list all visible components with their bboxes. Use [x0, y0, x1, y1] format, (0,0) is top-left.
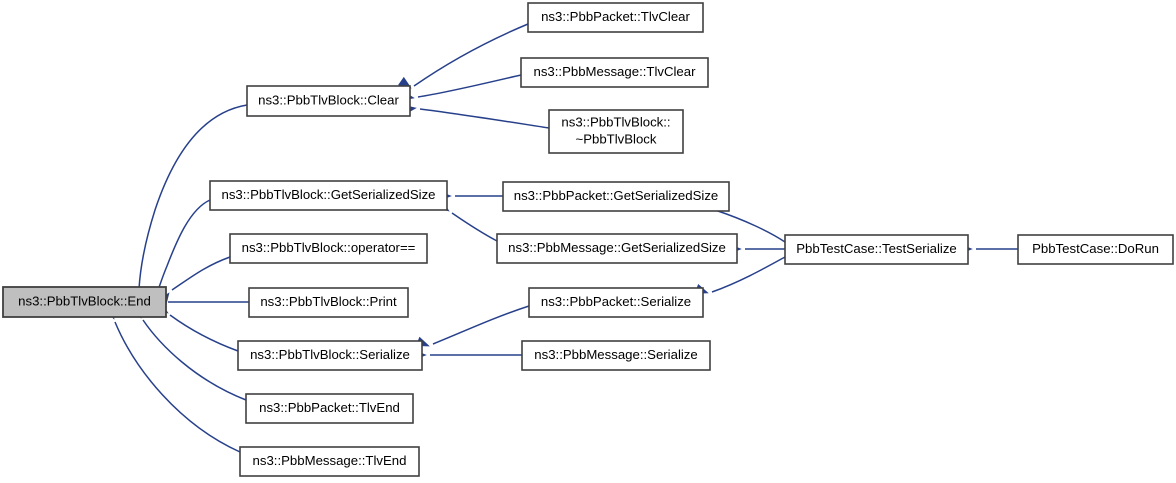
graph-edge-packet-tlvclear-to-clear: [398, 23, 529, 89]
graph-node-operator-eq[interactable]: ns3::PbbTlvBlock::operator==ns3::PbbTlvB…: [229, 233, 428, 264]
node-box[interactable]: [520, 57, 709, 88]
edge-line: [138, 104, 248, 290]
graph-edge-packet-getserializedsize-to-tlvblock-getserializedsize: [438, 190, 503, 202]
node-box[interactable]: [502, 181, 730, 212]
node-label: ns3::PbbPacket::TlvClear: [541, 9, 690, 24]
node-box-root[interactable]: [2, 286, 167, 318]
graph-node-message-tlvend[interactable]: ns3::PbbMessage::TlvEndns3::PbbMessage::…: [239, 446, 420, 477]
node-box[interactable]: [248, 287, 409, 318]
graph-edge-dtor-to-clear: [403, 104, 550, 129]
graph-node-tlvblock-serialize[interactable]: ns3::PbbTlvBlock::Serializens3::PbbTlvBl…: [237, 340, 423, 371]
node-label: ns3::PbbTlvBlock::Serialize: [250, 347, 410, 362]
edge-line: [142, 319, 247, 401]
node-box[interactable]: [239, 446, 420, 477]
graph-edge-tlvblock-serialize-to-end: [155, 301, 239, 352]
graph-node-message-serialize[interactable]: ns3::PbbMessage::Serializens3::PbbMessag…: [521, 340, 711, 371]
graph-edge-packet-serialize-to-tlvblock-serialize: [415, 305, 530, 347]
node-label: ns3::PbbPacket::GetSerializedSize: [514, 188, 719, 203]
graph-edge-message-tlvclear-to-clear: [401, 74, 522, 101]
edge-line: [714, 209, 786, 243]
node-label: ns3::PbbTlvBlock::: [561, 114, 670, 129]
edge-line: [432, 305, 530, 345]
edge-line: [413, 23, 529, 87]
graph-node-message-getserializedsize[interactable]: ns3::PbbMessage::GetSerializedSizens3::P…: [496, 233, 738, 264]
node-box[interactable]: [528, 287, 704, 318]
graph-node-dtor[interactable]: ns3::PbbTlvBlock::~PbbTlvBlockns3::PbbTl…: [548, 109, 684, 154]
edge-line: [171, 256, 231, 291]
edge-line: [417, 74, 522, 98]
node-box[interactable]: [209, 180, 448, 211]
graph-node-packet-serialize[interactable]: ns3::PbbPacket::Serializens3::PbbPacket:…: [528, 287, 704, 318]
edge-line: [711, 256, 786, 293]
node-box[interactable]: [237, 340, 423, 371]
node-box[interactable]: [521, 340, 711, 371]
node-box[interactable]: [229, 233, 428, 264]
graph-node-print[interactable]: ns3::PbbTlvBlock::Printns3::PbbTlvBlock:…: [248, 287, 409, 318]
node-box[interactable]: [245, 393, 414, 424]
node-label: ns3::PbbPacket::Serialize: [541, 294, 691, 309]
graph-node-tlvblock-getserializedsize[interactable]: ns3::PbbTlvBlock::GetSerializedSizens3::…: [209, 180, 448, 211]
graph-node-packet-getserializedsize[interactable]: ns3::PbbPacket::GetSerializedSizens3::Pb…: [502, 181, 730, 212]
node-label: ns3::PbbMessage::Serialize: [534, 347, 697, 362]
node-label: ns3::PbbMessage::TlvClear: [534, 64, 697, 79]
node-box[interactable]: [1017, 234, 1174, 265]
edge-line: [419, 108, 550, 129]
graph-node-dorun[interactable]: PbbTestCase::DoRunPbbTestCase::DoRun: [1017, 234, 1174, 265]
graph-node-packet-tlvend[interactable]: ns3::PbbPacket::TlvEndns3::PbbPacket::Tl…: [245, 393, 414, 424]
edge-line: [169, 314, 239, 352]
node-box[interactable]: [548, 109, 684, 154]
graph-edge-print-to-end: [153, 296, 249, 308]
graph-edge-packet-tlvend-to-end: [129, 305, 247, 401]
graph-edge-operator-eq-to-end: [157, 256, 231, 306]
node-label: ns3::PbbPacket::TlvEnd: [259, 400, 400, 415]
edge-line: [451, 212, 498, 242]
edge-line: [157, 199, 211, 291]
node-box[interactable]: [784, 234, 969, 265]
graph-edge-message-tlvend-to-end: [104, 305, 241, 453]
graph-node-message-tlvclear[interactable]: ns3::PbbMessage::TlvClearns3::PbbMessage…: [520, 57, 709, 88]
graph-edge-message-serialize-to-tlvblock-serialize: [413, 349, 522, 361]
node-label: PbbTestCase::TestSerialize: [796, 241, 957, 256]
node-label: ns3::PbbTlvBlock::operator==: [242, 240, 416, 255]
node-label: ns3::PbbTlvBlock::Print: [260, 294, 397, 309]
node-label: ~PbbTlvBlock: [576, 131, 657, 146]
graph-node-packet-tlvclear[interactable]: ns3::PbbPacket::TlvClearns3::PbbPacket::…: [527, 2, 704, 33]
node-label: PbbTestCase::DoRun: [1032, 241, 1159, 256]
graph-node-end[interactable]: ns3::PbbTlvBlock::Endns3::PbbTlvBlock::E…: [2, 286, 167, 318]
node-label: ns3::PbbTlvBlock::End: [18, 293, 151, 308]
node-box[interactable]: [496, 233, 738, 264]
node-box[interactable]: [527, 2, 704, 33]
edge-line: [114, 321, 241, 453]
graph-node-testserialize[interactable]: PbbTestCase::TestSerializePbbTestCase::T…: [784, 234, 969, 265]
node-box[interactable]: [246, 85, 411, 117]
node-label: ns3::PbbMessage::TlvEnd: [253, 453, 407, 468]
node-label: ns3::PbbTlvBlock::Clear: [258, 92, 399, 107]
graph-node-clear[interactable]: ns3::PbbTlvBlock::Clearns3::PbbTlvBlock:…: [246, 85, 411, 117]
node-label: ns3::PbbMessage::GetSerializedSize: [508, 240, 726, 255]
node-label: ns3::PbbTlvBlock::GetSerializedSize: [221, 187, 435, 202]
